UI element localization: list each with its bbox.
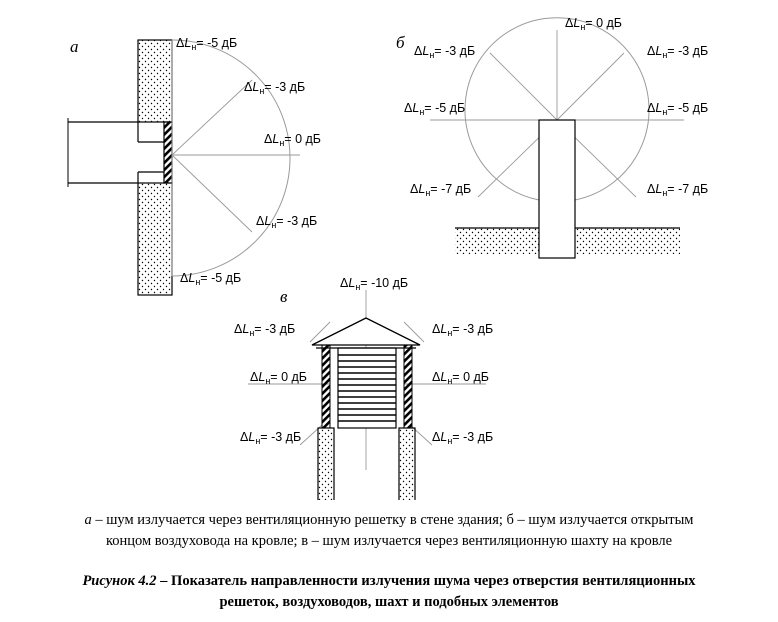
roof-right	[575, 228, 680, 254]
label-b-4: ΔLн= -5 дБ	[404, 101, 465, 117]
label-b-7: ΔLн= -7 дБ	[647, 182, 708, 198]
shaft-left-wall	[317, 427, 335, 500]
label-a-1: ΔLн= -5 дБ	[176, 36, 237, 52]
label-v-1: ΔLн= -10 дБ	[340, 276, 408, 292]
shaft-louvre	[337, 347, 397, 429]
label-a-3: ΔLн= 0 дБ	[264, 132, 321, 148]
label-v-4: ΔLн= 0 дБ	[250, 370, 307, 386]
label-v-6: ΔLн= -3 дБ	[240, 430, 301, 446]
figure-title-line-2: решеток, воздуховодов, шахт и подобных э…	[219, 594, 559, 610]
wall-lower	[137, 182, 173, 296]
caption-line-1: а – шум излучается через вентиляционную …	[84, 512, 694, 528]
label-v-5: ΔLн= 0 дБ	[432, 370, 489, 386]
shaft-grille-left	[321, 344, 331, 429]
shaft-grille-right	[403, 344, 413, 429]
shaft-right-wall	[398, 427, 416, 500]
directivity-curve-a	[171, 39, 291, 277]
caption-line-2: концом воздуховода на кровле; в – шум из…	[105, 533, 673, 549]
label-a-5: ΔLн= -5 дБ	[180, 271, 241, 287]
label-b-6: ΔLн= -7 дБ	[410, 182, 471, 198]
panel-b-letter: б	[396, 33, 405, 52]
label-v-7: ΔLн= -3 дБ	[432, 430, 493, 446]
label-b-2: ΔLн= -3 дБ	[414, 44, 475, 60]
open-duct	[538, 119, 576, 259]
wall-grille	[163, 121, 173, 184]
panel-v: в	[234, 276, 493, 500]
directivity-curve-b	[464, 17, 650, 201]
panel-a-letter: а	[70, 37, 79, 56]
wall-upper	[137, 39, 173, 123]
shaft-cap	[311, 317, 421, 346]
panel-a: а ΔLн= -5 дБ ΔLн= -3 дБ ΔLн= 0 дБ ΔLн= -…	[67, 36, 321, 296]
panel-v-letter: в	[280, 287, 288, 306]
label-b-1: ΔLн= 0 дБ	[565, 16, 622, 32]
label-a-4: ΔLн= -3 дБ	[256, 214, 317, 230]
label-b-3: ΔLн= -3 дБ	[647, 44, 708, 60]
directivity-diagram: а ΔLн= -5 дБ ΔLн= -3 дБ ΔLн= 0 дБ ΔLн= -…	[67, 16, 708, 500]
label-v-3: ΔLн= -3 дБ	[432, 322, 493, 338]
label-a-2: ΔLн= -3 дБ	[244, 80, 305, 96]
panel-b: б ΔLн= 0 дБ ΔLн= -3 дБ ΔLн= -3 дБ ΔLн= -…	[396, 16, 708, 259]
label-v-2: ΔLн= -3 дБ	[234, 322, 295, 338]
label-b-5: ΔLн= -5 дБ	[647, 101, 708, 117]
roof-left	[455, 228, 539, 254]
figure-title-line-1: Рисунок 4.2 – Показатель направленности …	[82, 573, 696, 589]
